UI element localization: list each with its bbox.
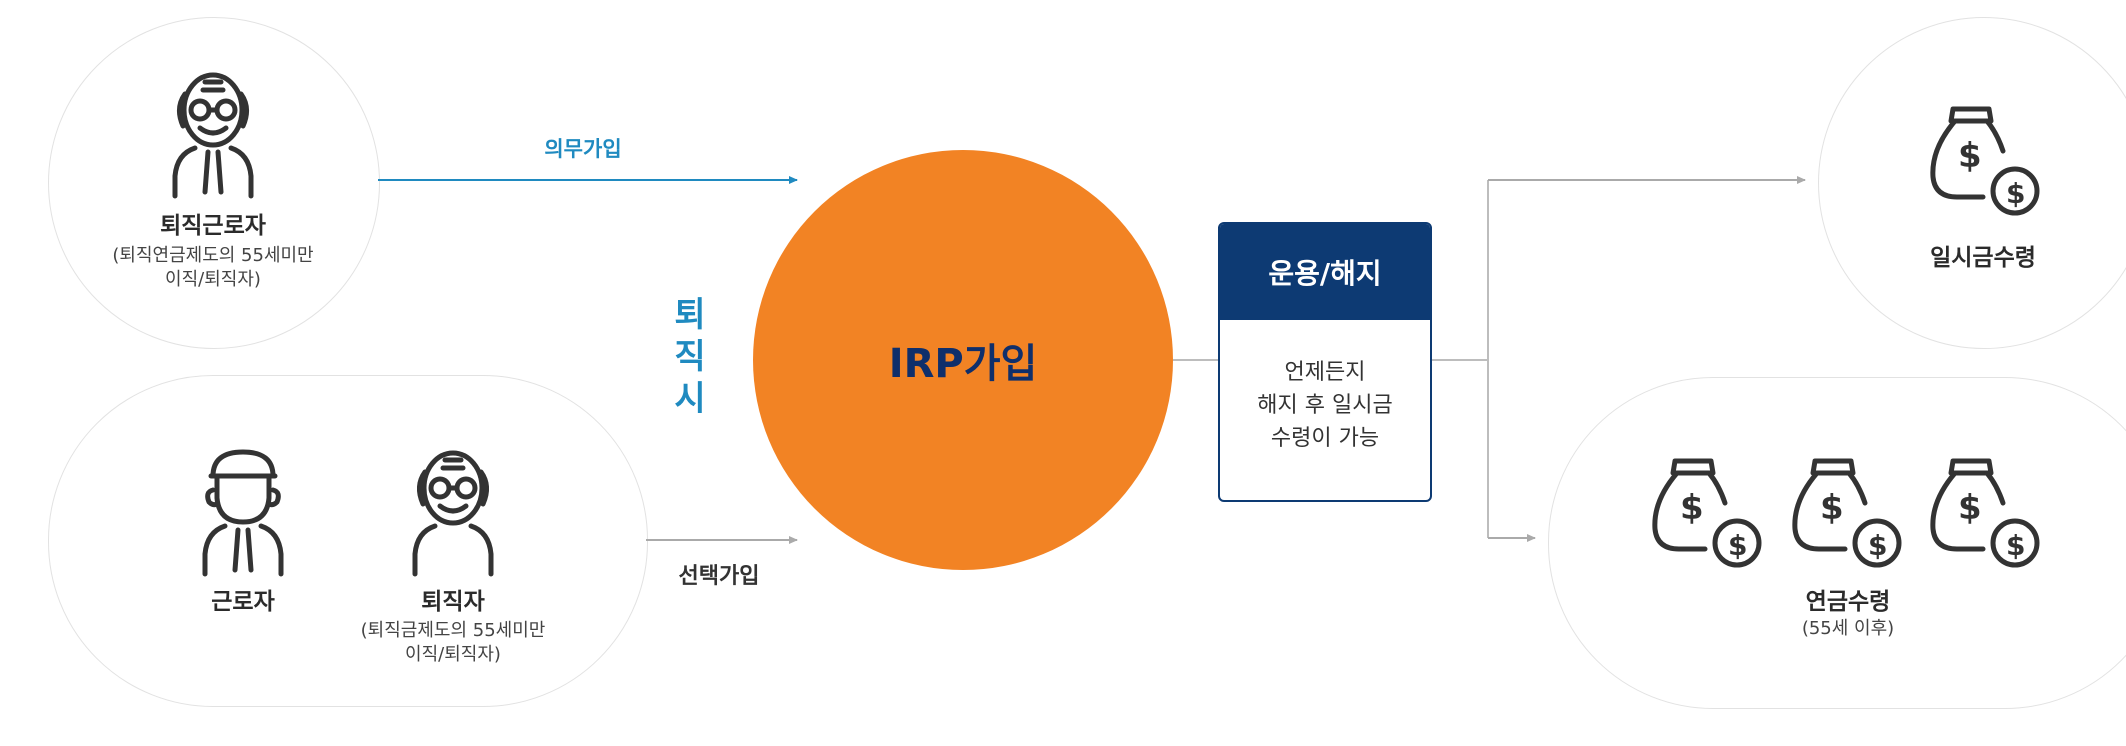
on-retirement-char-2: 직 (674, 337, 706, 377)
svg-text:$: $ (1958, 488, 1982, 528)
elderly-retiree-icon (412, 450, 494, 577)
money-bag-icon-2: $ $ (1792, 458, 1902, 568)
svg-text:$: $ (1958, 136, 1982, 176)
on-retirement-label: 퇴 직 시 (668, 294, 712, 420)
retiree-desc-1: (퇴직금제도의 55세미만 (360, 620, 546, 641)
manage-cancel-body: 언제든지 해지 후 일시금 수령이 가능 (1220, 320, 1430, 455)
worker-retiree-bubble (48, 375, 648, 707)
retired-worker-desc-2: 이직/퇴직자) (165, 269, 261, 290)
svg-text:$: $ (2006, 529, 2025, 562)
svg-text:$: $ (1728, 529, 1747, 562)
retiree-desc-2: 이직/퇴직자) (405, 644, 501, 665)
on-retirement-char-3: 시 (674, 379, 706, 419)
irp-join-title: IRP가입 (888, 341, 1038, 387)
svg-text:$: $ (2006, 177, 2025, 210)
irp-join-circle: IRP가입 (753, 150, 1173, 570)
manage-cancel-line-1: 언제든지 (1284, 360, 1366, 385)
pension-label: 연금수령 (1805, 589, 1891, 615)
manage-cancel-line-3: 수령이 가능 (1270, 426, 1380, 451)
retiree-label: 퇴직자 (421, 589, 485, 615)
money-bag-icon-3: $ $ (1930, 458, 2040, 568)
on-retirement-char-1: 퇴 (674, 295, 706, 335)
manage-cancel-line-2: 해지 후 일시금 (1257, 393, 1393, 418)
svg-text:$: $ (1820, 488, 1844, 528)
money-bag-icon-1: $ $ (1652, 458, 1762, 568)
svg-text:$: $ (1868, 529, 1887, 562)
optional-join-label: 선택가입 (678, 564, 760, 589)
lump-sum-label: 일시금수령 (1930, 245, 2036, 271)
manage-cancel-header: 운용/해지 (1220, 224, 1430, 320)
retired-worker-desc-1: (퇴직연금제도의 55세미만 (112, 245, 314, 266)
mandatory-join-label: 의무가입 (544, 137, 622, 161)
manage-cancel-box: 운용/해지 언제든지 해지 후 일시금 수령이 가능 (1218, 222, 1432, 502)
svg-text:$: $ (1680, 488, 1704, 528)
pension-desc: (55세 이후) (1801, 618, 1895, 639)
elderly-person-icon (172, 72, 254, 199)
retired-worker-bubble (48, 17, 380, 349)
worker-icon (202, 449, 284, 577)
money-bag-icon: $ $ (1930, 106, 2040, 216)
retired-worker-title: 퇴직근로자 (160, 213, 266, 239)
lump-sum-bubble (1818, 17, 2126, 349)
worker-label: 근로자 (211, 589, 275, 615)
